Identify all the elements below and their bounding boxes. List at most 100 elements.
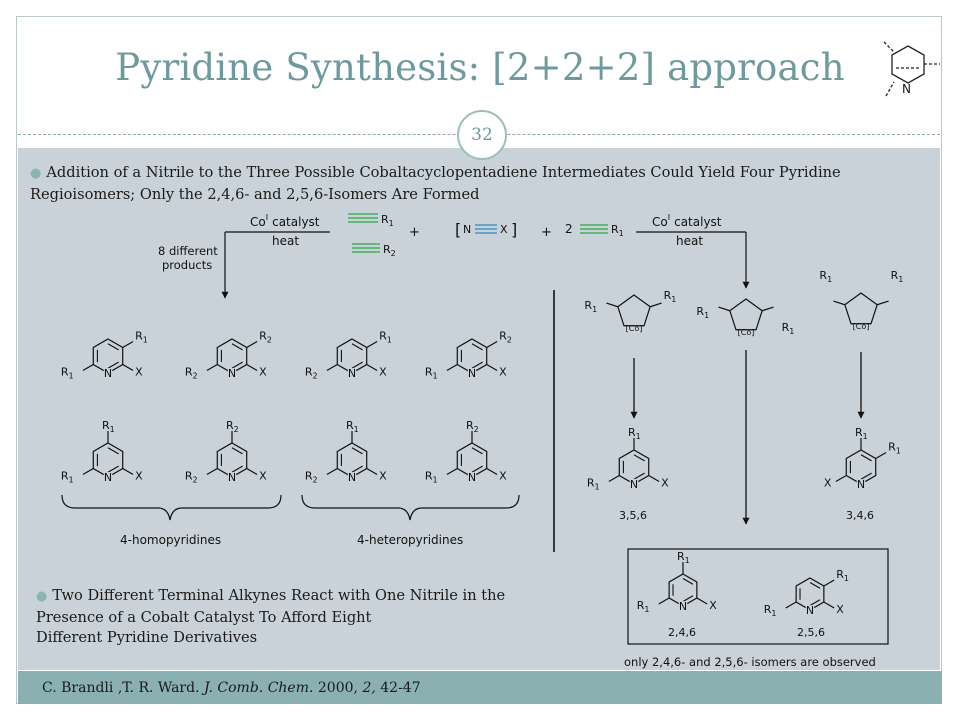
sub-top: R2 [226,419,239,434]
plus-2: + [541,225,552,240]
bullet-dot: ● [30,166,42,181]
footer-bar [18,671,942,704]
sub-left: R1 [764,603,777,618]
ring-n: N [857,478,865,491]
heat-label-left: heat [272,234,299,248]
sub-top: R2 [466,419,479,434]
sub-x: X [135,366,143,379]
sub-left: R1 [61,366,74,381]
slide-title: Pyridine Synthesis: [2+2+2] approach [115,46,845,89]
svg-text:R2: R2 [383,243,396,258]
sub-x: X [836,603,844,616]
sub-x: X [259,470,267,483]
nitrile-x: X [500,223,508,236]
citation-volume: 2, [362,680,376,696]
co-sub: R1 [696,305,709,320]
catalyst-ox: I [266,213,268,222]
citation-journal: J. Comb. Chem. [203,680,314,696]
ring-n: N [468,471,476,484]
content-area [18,148,940,670]
ring-n: N [348,471,356,484]
ring-n: N [228,471,236,484]
sub-left: R2 [185,366,198,381]
svg-text:R1: R1 [611,223,624,238]
bullet-2-line-3: Different Pyridine Derivatives [36,629,258,646]
sub-left: R1 [61,470,74,485]
svg-text:]: ] [511,220,517,239]
right-reaction-arrow [636,231,750,289]
citation-pages: 42-47 [380,680,421,696]
ring-n: N [104,471,112,484]
sub-x: X [379,366,387,379]
box-label-256: 2,5,6 [797,626,825,639]
alkyne-r1-top [348,213,378,223]
sub-right: R1 [888,441,901,456]
co-sub: R1 [819,269,832,284]
ring-n: N [806,604,814,617]
ring-n: N [630,478,638,491]
sub-left: R1 [425,470,438,485]
co-label: [Co] [853,322,870,331]
bullet-2: ● Two Different Terminal Alkynes React wi… [36,586,576,649]
observed-box [627,548,889,645]
bullet-dot: ● [36,589,48,604]
sub-top: R1 [677,550,690,565]
citation-year: 2000, [317,680,358,696]
products-line-1: 8 different [158,244,218,258]
catalyst-word: catalyst [272,215,320,229]
sub-left: R1 [637,599,650,614]
products-line-2: products [162,258,212,272]
sub-x: X [709,599,717,612]
group-label-hetero: 4-heteropyridines [357,533,463,547]
observed-note: only 2,4,6- and 2,5,6- isomers are obser… [624,655,876,669]
sub-x: X [135,470,143,483]
sub-x: X [259,366,267,379]
sub-left: R2 [305,470,318,485]
sub-left: R1 [425,366,438,381]
left-reaction-arrow [221,231,330,299]
sub-top: R2 [499,330,512,345]
ring-n: N [348,367,356,380]
co-sub: R1 [664,289,677,304]
bullet-2-line-2: Presence of a Cobalt Catalyst To Afford … [36,608,372,626]
logo-n-label: N [902,82,911,96]
sub-top: R1 [346,419,359,434]
cobaltacycle-3: [Co] R1 R1 [819,269,903,331]
alkyne-r1-label: R [381,213,389,226]
plus-1: + [409,225,420,240]
sub-left: R2 [305,366,318,381]
ring-n: N [468,367,476,380]
catalyst-co: Co [250,215,266,229]
bullet-1: ●Addition of a Nitrile to the Three Poss… [30,162,930,205]
alkyne-r2 [352,243,380,253]
ring-n: N [679,600,687,613]
co-sub: R1 [891,269,904,284]
ring-n: N [228,367,236,380]
box-label-246: 2,4,6 [668,626,696,639]
sub-x: X [824,477,832,490]
svg-text:R1: R1 [381,213,394,228]
sub-top: R1 [102,419,115,434]
alkyne-r1-right [580,224,608,234]
group-label-homo: 4-homopyridines [120,533,221,547]
bullet-2-line-1: Two Different Terminal Alkynes React wit… [52,587,506,604]
bullet-1-text: Addition of a Nitrile to the Three Possi… [30,164,841,203]
pyridine-logo: N [883,41,940,97]
sub-top: R1 [836,568,849,583]
sub-top: R1 [135,330,148,345]
label-346: 3,4,6 [846,509,874,522]
